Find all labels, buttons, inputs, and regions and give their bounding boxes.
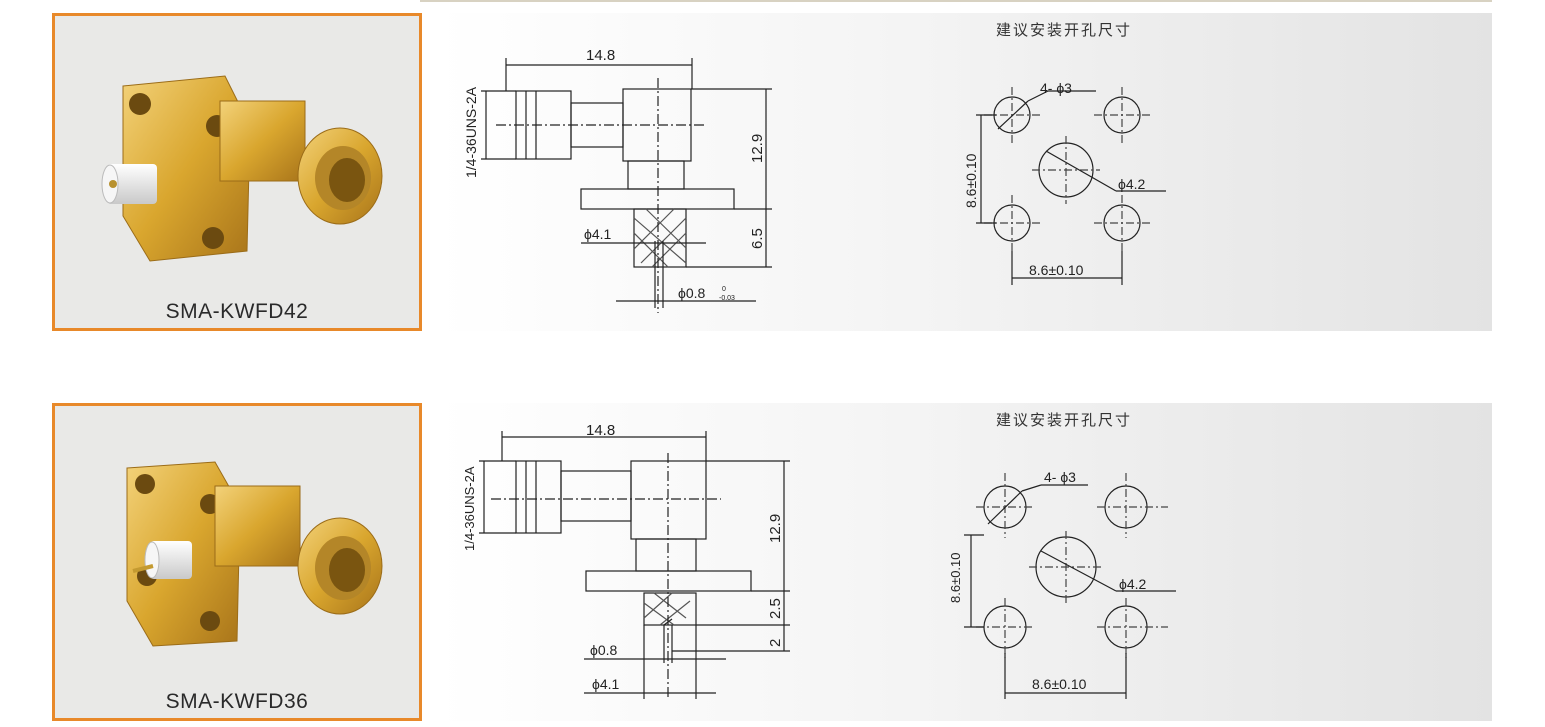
technical-drawing: 建议安装开孔尺寸: [436, 13, 1492, 331]
dim-pin-length: 6.5: [749, 228, 766, 249]
dim-spacing-horizontal: 8.6±0.10: [1029, 262, 1084, 278]
dim-spacing-vertical: 8.6±0.10: [963, 153, 979, 208]
dim-b: 2: [767, 639, 784, 647]
product-card: SMA-KWFD36 建议安装开孔尺寸: [0, 403, 1545, 721]
dim-length: 14.8: [586, 422, 615, 439]
dim-body-dia: ϕ4.1: [584, 226, 612, 242]
dimension-drawing: 14.8 1/4-36UNS-2A 12.9 2.5 2 ϕ0.8 ϕ4.1: [462, 422, 1176, 699]
dim-center-hole: ϕ4.2: [1118, 176, 1146, 192]
top-divider: [420, 0, 1492, 2]
hole-size-title: 建议安装开孔尺寸: [995, 22, 1132, 39]
dim-height: 12.9: [767, 514, 784, 543]
dim-length: 14.8: [586, 47, 615, 64]
connector-image: [101, 75, 383, 262]
dim-holes: 4- ϕ3: [1044, 469, 1076, 485]
dim-pin-dia: ϕ0.8: [678, 285, 706, 301]
dim-thread: 1/4-36UNS-2A: [462, 466, 477, 551]
connector-image: [126, 461, 383, 647]
dim-thread: 1/4-36UNS-2A: [463, 86, 479, 178]
product-photo[interactable]: SMA-KWFD36: [52, 403, 422, 721]
dim-height: 12.9: [749, 134, 766, 163]
dim-pin-dia: ϕ0.8: [590, 642, 618, 658]
model-name: SMA-KWFD36: [165, 690, 309, 713]
dim-holes: 4- ϕ3: [1040, 80, 1072, 96]
pin-tol-upper: 0: [722, 286, 726, 293]
dim-spacing-horizontal: 8.6±0.10: [1032, 676, 1087, 692]
technical-drawing: 建议安装开孔尺寸: [436, 403, 1492, 721]
pin-tol-lower: -0.03: [719, 295, 735, 302]
dimension-drawing: 14.8 1/4-36UNS-2A 12.9 6.5 ϕ4.1 ϕ0.8 0 -…: [463, 47, 1166, 313]
product-photo[interactable]: SMA-KWFD42: [52, 13, 422, 331]
dim-spacing-vertical: 8.6±0.10: [948, 552, 963, 603]
dim-center-hole: ϕ4.2: [1119, 576, 1147, 592]
dim-a: 2.5: [767, 598, 784, 619]
product-card: SMA-KWFD42 建议安装开孔尺寸: [0, 13, 1545, 331]
dim-body-dia: ϕ4.1: [592, 676, 620, 692]
model-name: SMA-KWFD42: [165, 300, 309, 323]
hole-size-title: 建议安装开孔尺寸: [995, 412, 1132, 429]
